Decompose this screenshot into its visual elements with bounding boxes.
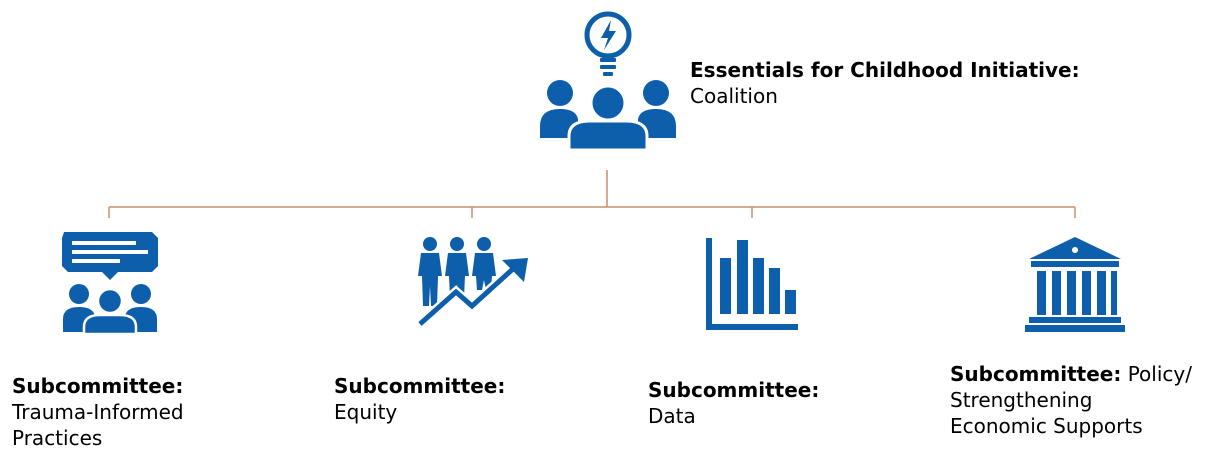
coalition-title: Essentials for Childhood Initiative: <box>690 58 1080 82</box>
coalition-lightbulb-people-icon <box>538 8 678 150</box>
subcommittee-data-label: Subcommittee: Data <box>648 377 819 429</box>
bar-chart-icon <box>706 238 800 332</box>
subcommittee-name: Economic Supports <box>950 414 1143 438</box>
subcommittee-name: Strengthening <box>950 388 1093 412</box>
subcommittee-equity-label: Subcommittee: Equity <box>334 373 505 425</box>
subcommittee-prefix: Subcommittee: <box>648 378 820 402</box>
subcommittee-name-inline: Policy/ <box>1121 362 1192 386</box>
people-rising-arrow-icon <box>414 236 530 328</box>
subcommittee-policy-label: Subcommittee: Policy/ Strengthening Econ… <box>950 361 1192 439</box>
subcommittee-trauma-label: Subcommittee: Trauma-Informed Practices <box>12 373 184 451</box>
subcommittee-prefix: Subcommittee: <box>950 362 1122 386</box>
coalition-subtitle: Coalition <box>690 84 778 108</box>
government-building-icon <box>1025 235 1125 333</box>
subcommittee-prefix: Subcommittee: <box>12 374 184 398</box>
subcommittee-name: Equity <box>334 400 398 424</box>
subcommittee-name: Trauma-Informed <box>12 400 184 424</box>
speech-bubble-group-icon <box>60 228 160 334</box>
subcommittee-name: Data <box>648 404 696 428</box>
subcommittee-name: Practices <box>12 426 103 450</box>
subcommittee-prefix: Subcommittee: <box>334 374 506 398</box>
coalition-label: Essentials for Childhood Initiative: Coa… <box>690 57 1080 109</box>
